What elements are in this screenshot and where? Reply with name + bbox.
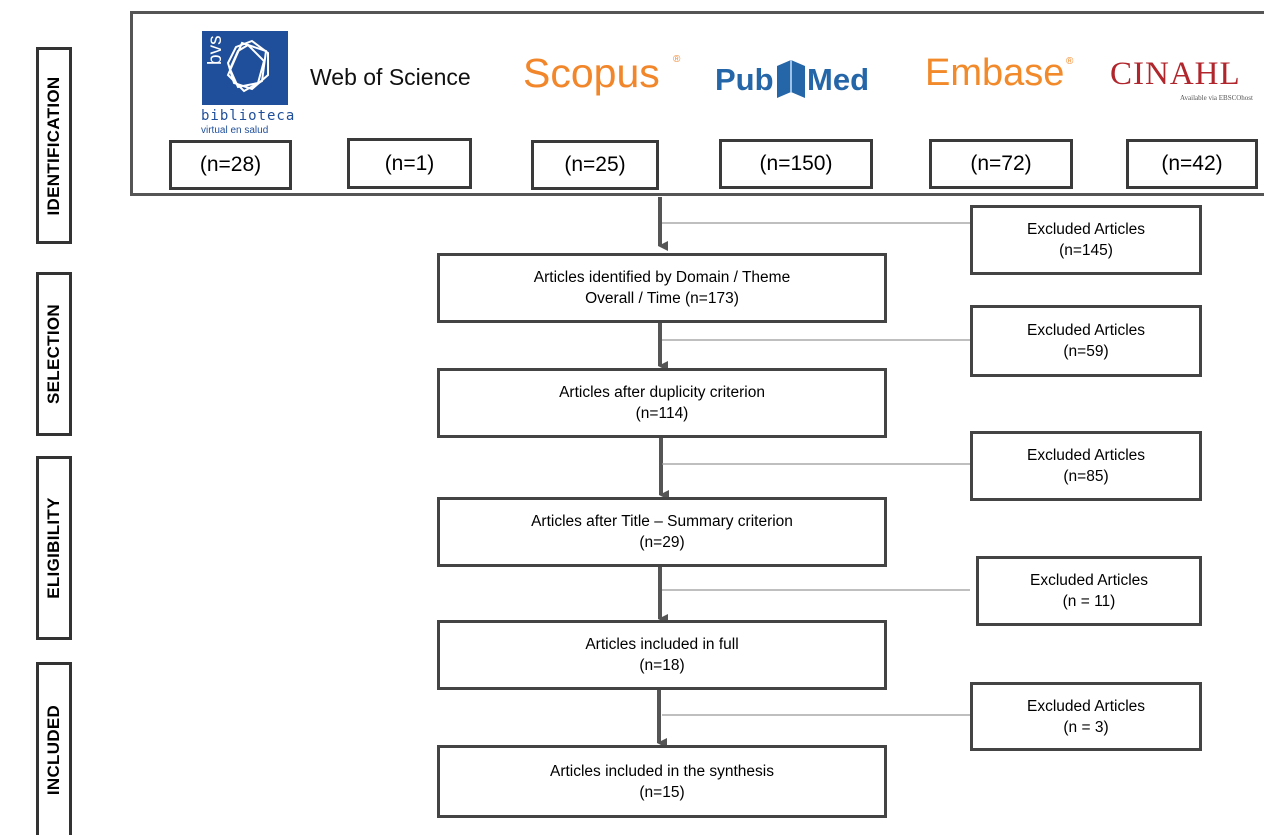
flow-box-line2: (n=29) [639, 534, 685, 551]
flow-box-line2: (n=114) [635, 405, 689, 422]
count-box-cinahl: (n=42) [1126, 139, 1258, 189]
database-sources-panel: bvs biblioteca virtual en salud Web of S… [130, 11, 1264, 196]
excluded-box: Excluded Articles (n=85) [970, 431, 1202, 501]
bvs-star-icon [226, 39, 269, 93]
flow-box-line1: Articles after duplicity criterion [559, 384, 765, 401]
excluded-box: Excluded Articles (n = 3) [970, 682, 1202, 751]
count-box-scopus: (n=25) [531, 140, 659, 190]
cinahl-wordmark: CINAHL [1110, 56, 1241, 92]
flow-box-line1: Articles after Title – Summary criterion [531, 513, 793, 530]
stage-included: INCLUDED [36, 662, 72, 835]
count-box-pubmed: (n=150) [719, 139, 873, 189]
flow-box-line1: Articles included in the synthesis [549, 762, 774, 780]
flow-box-line2: Overall / Time (n=173) [585, 290, 739, 307]
pubmed-logo: Pub Med [715, 58, 885, 104]
pubmed-part1: Pub [715, 62, 774, 97]
stage-eligibility: ELIGIBILITY [36, 456, 72, 640]
flow-box-full: Articles included in full (n=18) [437, 620, 887, 690]
excluded-count: (n = 11) [1062, 593, 1116, 610]
excluded-label: Excluded Articles [1026, 447, 1146, 464]
cinahl-logo: CINAHL Available via EBSCOhost [1110, 56, 1264, 116]
embase-wordmark: Embase [925, 52, 1065, 94]
excluded-label: Excluded Articles [1026, 697, 1146, 715]
bvs-emblem: bvs [202, 31, 288, 105]
excluded-label: Excluded Articles [1029, 572, 1149, 589]
registered-mark: ® [673, 54, 681, 65]
excluded-box: Excluded Articles (n = 11) [976, 556, 1202, 626]
flow-box-identified: Articles identified by Domain / Theme Ov… [437, 253, 887, 323]
excluded-count: (n=145) [1059, 242, 1113, 259]
flow-box-line2: (n=15) [639, 783, 685, 801]
count-box-embase: (n=72) [929, 139, 1073, 189]
web-of-science-logo: Web of Science [310, 64, 471, 90]
pubmed-book-icon [777, 60, 805, 98]
excluded-box: Excluded Articles (n=59) [970, 305, 1202, 377]
stage-selection: SELECTION [36, 272, 72, 436]
flow-box-line2: (n=18) [639, 657, 685, 674]
excluded-count: (n = 3) [1063, 718, 1109, 736]
flow-box-synthesis: Articles included in the synthesis (n=15… [437, 745, 887, 818]
count-box-web-of-science: (n=1) [347, 138, 472, 189]
cinahl-subtitle: Available via EBSCOhost [1180, 94, 1253, 102]
excluded-count: (n=59) [1063, 343, 1109, 360]
count-box-bvs: (n=28) [169, 140, 292, 190]
registered-mark: ® [1066, 56, 1074, 67]
scopus-wordmark: Scopus [523, 50, 660, 96]
bvs-subtitle-2: virtual en salud [201, 125, 269, 136]
bvs-logo: bvs biblioteca virtual en salud [195, 31, 295, 151]
stage-identification: IDENTIFICATION [36, 47, 72, 244]
flow-box-title-summary: Articles after Title – Summary criterion… [437, 497, 887, 567]
bvs-subtitle-1: biblioteca [201, 108, 296, 124]
flow-box-line1: Articles identified by Domain / Theme [533, 269, 791, 286]
flow-box-duplicity: Articles after duplicity criterion (n=11… [437, 368, 887, 438]
flow-box-line1: Articles included in full [585, 636, 739, 653]
excluded-label: Excluded Articles [1026, 322, 1146, 339]
excluded-label: Excluded Articles [1026, 221, 1146, 238]
pubmed-part2: Med [807, 62, 869, 97]
excluded-count: (n=85) [1063, 468, 1109, 485]
excluded-box: Excluded Articles (n=145) [970, 205, 1202, 275]
